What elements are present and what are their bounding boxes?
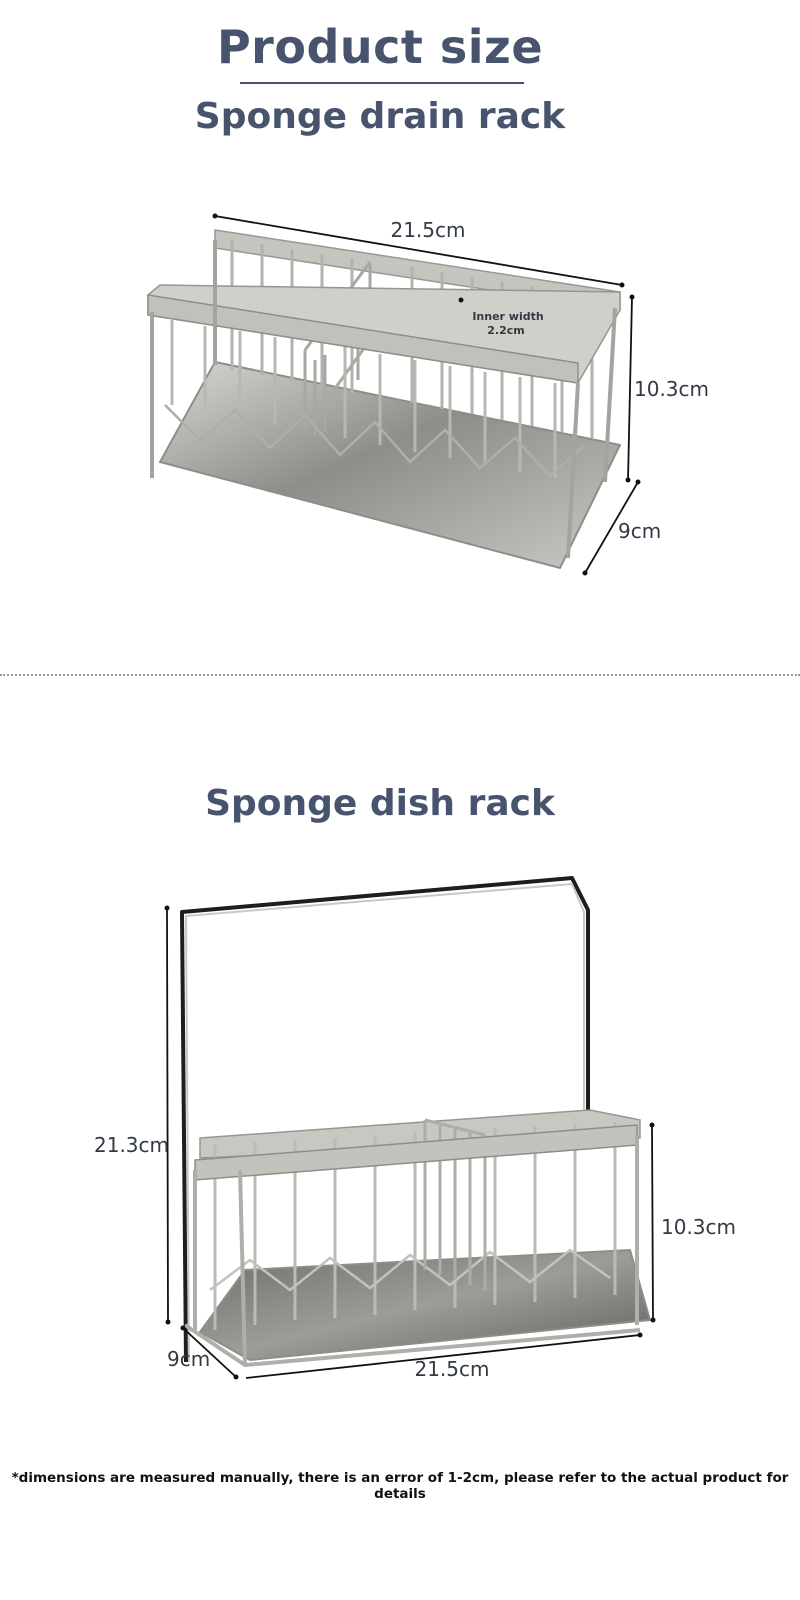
drain-dimension-lines <box>214 215 639 574</box>
back-rail <box>199 1109 641 1159</box>
dish-total-height-label: 21.3cm <box>94 1133 169 1157</box>
rack-legs <box>150 240 617 559</box>
depth-dimension-line <box>182 1327 237 1378</box>
title-underline <box>240 82 524 84</box>
total-height-dimension-line <box>166 907 169 1323</box>
drain-height-label: 10.3cm <box>634 377 709 401</box>
drip-tray <box>158 360 622 570</box>
dish-length-label: 21.5cm <box>414 1357 489 1381</box>
dish-basket-height-label: 10.3cm <box>661 1215 736 1239</box>
length-dimension-line <box>214 215 623 286</box>
inner-width-label: Inner width <box>472 310 543 323</box>
height-dimension-line <box>627 296 633 481</box>
dish-rack-illustration: 21.3cm 10.3cm 9cm 21.5cm <box>94 876 736 1381</box>
inner-width-value: 2.2cm <box>487 324 524 337</box>
depth-dimension-line <box>584 481 639 574</box>
bottom-wire-grid <box>209 1248 611 1292</box>
basket-height-dimension-line <box>651 1124 654 1321</box>
drain-depth-label: 9cm <box>618 519 661 543</box>
length-dimension-line <box>245 1334 641 1379</box>
drain-rack-illustration: 21.5cm 10.3cm 9cm Inner width 2.2cm <box>147 213 709 576</box>
hanging-handle <box>180 876 590 1363</box>
measurement-footnote: *dimensions are measured manually, there… <box>11 1470 789 1502</box>
drain-length-label: 21.5cm <box>390 218 465 242</box>
bottom-wire-grid <box>164 404 586 478</box>
page-title: Product size <box>216 20 544 74</box>
dish-dimension-lines <box>166 907 654 1379</box>
dish-rack-title: Sponge dish rack <box>205 783 555 824</box>
dish-depth-label: 9cm <box>167 1347 210 1371</box>
section-divider <box>0 674 800 676</box>
drain-rack-title: Sponge drain rack <box>194 96 566 137</box>
front-wires <box>170 320 557 478</box>
rack-legs <box>183 1135 641 1368</box>
